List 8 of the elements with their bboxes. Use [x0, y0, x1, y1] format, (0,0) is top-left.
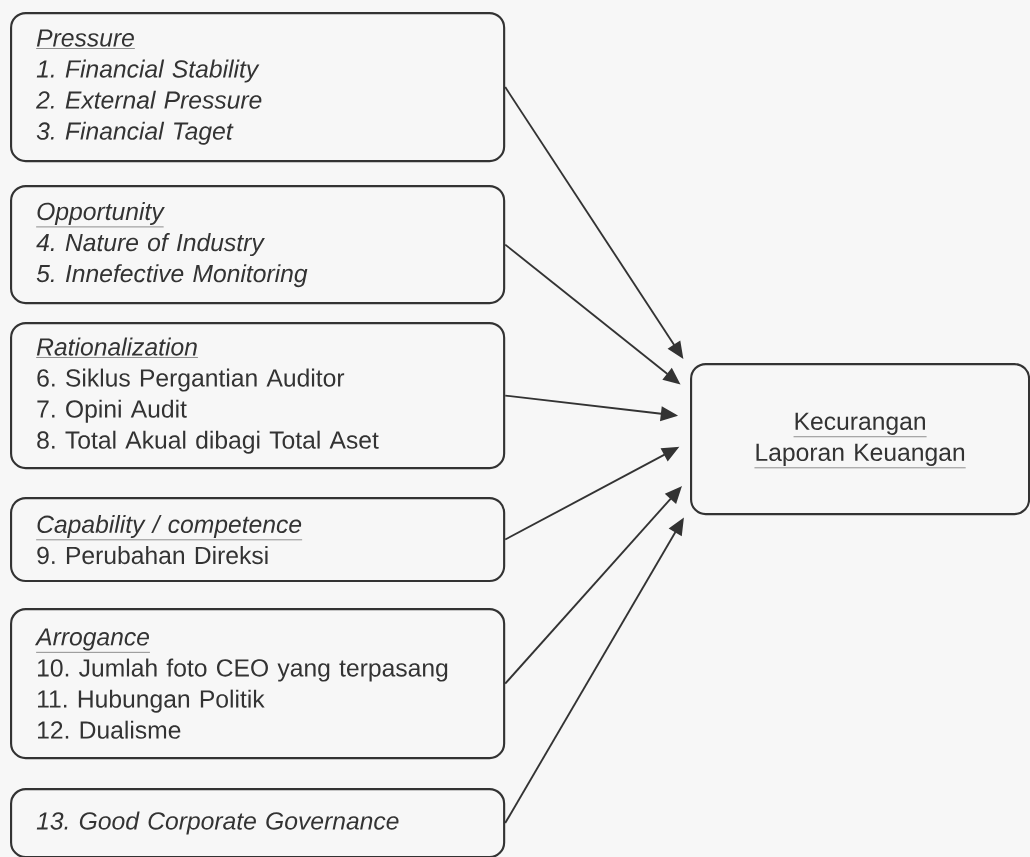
factor-box: Pressure 1. Financial Stability 2. External Pressure 3. Financial Taget: [10, 12, 506, 163]
factor-box: Arrogance 10. Jumlah foto CEO yang terpasang 11. Hubungan Politik 12. Dualisme: [10, 608, 506, 760]
factor-box: 13. Good Corporate Governance: [10, 788, 506, 857]
factor-box: Opportunity 4. Nature of Industry 5. Innefective Monitoring: [10, 185, 506, 305]
factor-box: Rationalization 6. Siklus Pergantian Auditor 7. Opini Audit 8. Total Akual dibagi Total Aset: [10, 322, 506, 470]
arrow: [504, 486, 682, 685]
factor-box: Capability / competence 9. Perubahan Direksi: [10, 497, 506, 583]
result-box: Kecurangan Laporan Keuangan: [690, 363, 1030, 516]
